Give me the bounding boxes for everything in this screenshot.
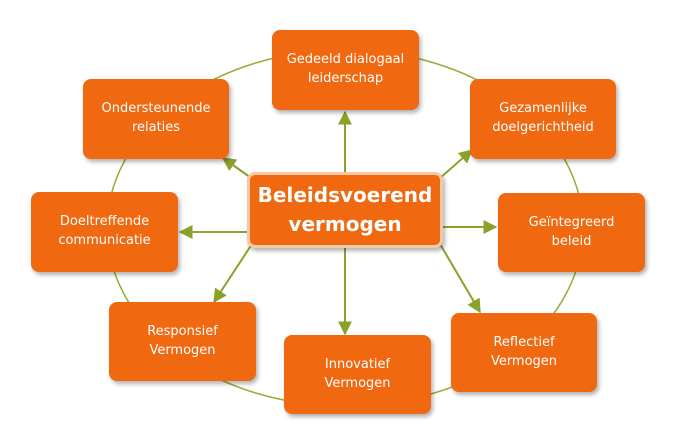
central-node: Beleidsvoerend vermogen (247, 172, 443, 248)
node-label-line2: doelgerichtheid (492, 120, 594, 135)
arrow-to-gezamenlijk (439, 149, 474, 179)
node-responsief-vermogen: Responsief Vermogen (109, 302, 256, 381)
node-label-line1: Geïntegreerd (528, 214, 615, 230)
node-reflectief-vermogen: Reflectief Vermogen (451, 313, 597, 392)
node-label-line2: Vermogen (149, 342, 216, 358)
arrow-to-reflectief (439, 243, 481, 314)
node-label-line2: Vermogen (490, 353, 558, 369)
node-gezamenlijke-doelgerichtheid: Gezamenlijke doelgerichtheid (470, 79, 616, 159)
node-gedeeld-dialogaal-leiderschap: Gedeeld dialogaal leiderschap (272, 30, 419, 110)
node-innovatief-vermogen: Innovatief Vermogen (284, 335, 431, 414)
node-label-line1: Ondersteunende (101, 101, 211, 117)
node-label-line1: Gezamenlijke (499, 101, 587, 117)
node-label-line2: leiderschap (307, 71, 384, 86)
arrow-to-responsief (213, 243, 253, 304)
node-label-line1: Doeltreffende (59, 214, 150, 230)
node-label-line1: Reflectief (493, 334, 555, 350)
central-node-line1: Beleidsvoerend (257, 183, 433, 207)
node-label-line2: beleid (551, 233, 592, 249)
node-label-line1: Gedeeld dialogaal (286, 52, 405, 68)
node-label-line2: communicatie (58, 233, 151, 248)
central-node-line2: vermogen (288, 212, 402, 236)
node-label-line1: Innovatief (324, 356, 391, 372)
node-label-line2: relaties (131, 120, 181, 135)
node-doeltreffende-communicatie: Doeltreffende communicatie (31, 192, 178, 272)
node-geintegreerd-beleid: Geïntegreerd beleid (498, 193, 645, 272)
node-ondersteunende-relaties: Ondersteunende relaties (83, 79, 229, 159)
node-label-line2: Vermogen (324, 375, 391, 391)
node-label-line1: Responsief (147, 323, 218, 339)
